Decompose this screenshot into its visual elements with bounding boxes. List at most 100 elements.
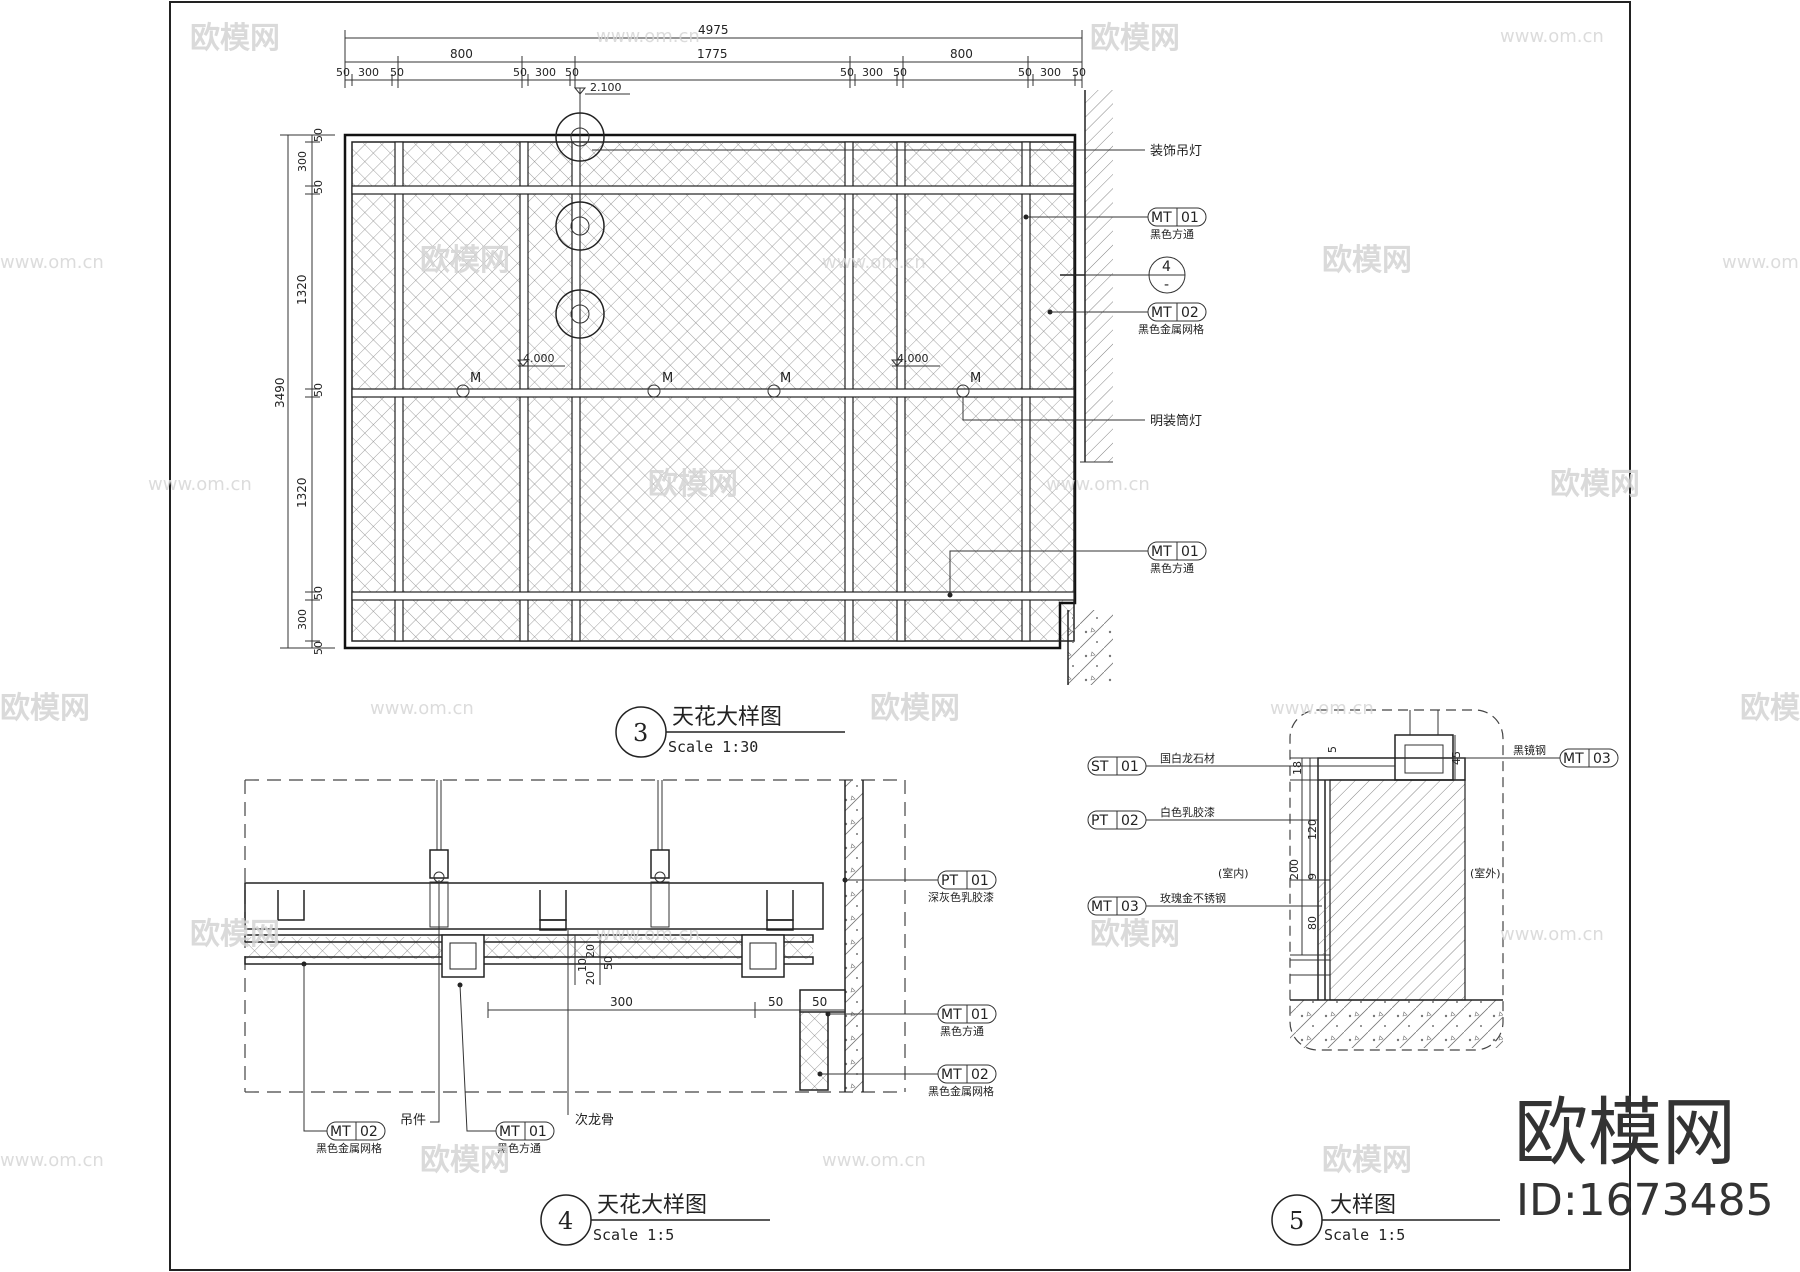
watermark-url-11: www.om.cn (1500, 924, 1604, 945)
scale-5: Scale 1:5 (1324, 1226, 1405, 1244)
callout-white-paint: 白色乳胶漆 (1160, 805, 1215, 819)
left-dimensions: 3490 50 300 50 1320 50 1320 50 300 50 (273, 128, 335, 655)
square-tubes-horizontal (351, 185, 1075, 601)
watermark-logo-text-1: 欧模网 (190, 21, 280, 56)
watermark-logo-text-8: 欧模网 (870, 691, 960, 726)
svg-text:50: 50 (312, 128, 325, 142)
svg-text:黑色方通: 黑色方通 (940, 1024, 984, 1038)
level-markers: 2.100 4.000 4.000 (516, 81, 940, 367)
drawing-4-dimensions: 300 50 50 10 20 20 50 (487, 934, 846, 1018)
level-2100: 2.100 (590, 81, 622, 94)
pendant-lamp-2 (555, 201, 605, 251)
svg-text:MT: MT (1151, 210, 1172, 226)
dim-sub-8: 300 (862, 66, 883, 79)
watermark-url-6: www.om.cn (148, 474, 252, 495)
svg-text:10: 10 (576, 958, 589, 972)
svg-text:50: 50 (312, 383, 325, 397)
title-block-5: 5 大样图 Scale 1:5 (1271, 1193, 1500, 1246)
watermark-logo-text-4: 欧模网 (1322, 243, 1412, 278)
dim-sub-2: 300 (358, 66, 379, 79)
svg-text:200: 200 (1288, 859, 1301, 880)
callout-black-square-tube: 黑色方通 (1150, 227, 1194, 241)
watermark-logo-text-13: 欧模网 (1322, 1143, 1412, 1178)
title-4: 天花大样图 (597, 1193, 707, 1218)
svg-text:50: 50 (312, 180, 325, 194)
svg-text:4: 4 (558, 1207, 573, 1235)
drawing-4-section: 300 50 50 10 20 20 50 PT 01 深灰色乳胶漆 MT 01… (244, 779, 997, 1246)
svg-text:20: 20 (584, 944, 597, 958)
secondary-channels (277, 890, 794, 931)
pendant-lamps (555, 88, 605, 339)
label-secondary-keel: 次龙骨 (575, 1112, 614, 1128)
svg-text:1320: 1320 (295, 274, 309, 305)
dim-sub-1: 50 (336, 66, 350, 79)
watermark-url-7: www.om.cn (1046, 474, 1150, 495)
watermark-url-12: www.om.cn (0, 1150, 104, 1171)
hangers (429, 780, 670, 928)
light-marker-1: M (470, 371, 481, 386)
svg-text:50: 50 (602, 956, 615, 970)
svg-text:MT: MT (1563, 751, 1584, 767)
title-5: 大样图 (1330, 1193, 1396, 1218)
callout-dark-grey-paint: 深灰色乳胶漆 (928, 890, 994, 904)
svg-text:5: 5 (1326, 746, 1339, 753)
dim-seg-1: 800 (450, 47, 473, 61)
svg-text:PT: PT (941, 873, 958, 889)
callout-pendant-lamp: 装饰吊灯 (1150, 144, 1202, 159)
watermark-logo-text-11: 欧模网 (1090, 917, 1180, 952)
svg-text:80: 80 (1306, 916, 1319, 930)
watermark-logo-text-12: 欧模网 (420, 1143, 510, 1178)
svg-text:黑色金属网格: 黑色金属网格 (316, 1141, 382, 1155)
label-indoor: (室内) (1218, 866, 1249, 880)
svg-text:5: 5 (1289, 1207, 1304, 1235)
main-runner (244, 882, 824, 930)
svg-text:MT: MT (941, 1007, 962, 1023)
callout-stone: 国白龙石材 (1160, 751, 1215, 765)
svg-text:50: 50 (312, 641, 325, 655)
dim-sub-6: 50 (565, 66, 579, 79)
level-4000-b: 4.000 (897, 352, 929, 365)
svg-text:50: 50 (768, 995, 783, 1009)
callout-downlight: 明装筒灯 (1150, 413, 1202, 429)
svg-text:黑色金属网格: 黑色金属网格 (928, 1084, 994, 1098)
svg-text:02: 02 (1181, 305, 1199, 321)
dim-sub-5: 300 (535, 66, 556, 79)
svg-text:4: 4 (1162, 259, 1171, 275)
top-dimensions: 4975 800 1775 800 50 300 50 50 300 50 50… (336, 23, 1086, 88)
svg-text:01: 01 (971, 873, 989, 889)
svg-text:MT: MT (1091, 899, 1112, 915)
svg-text:20: 20 (584, 971, 597, 985)
svg-text:9: 9 (1306, 873, 1319, 880)
dim-seg-3: 800 (950, 47, 973, 61)
svg-text:02: 02 (971, 1067, 989, 1083)
drawing-3-callouts: 装饰吊灯 MT 01 黑色方通 4 - MT 02 黑色金属网格 明装筒灯 (592, 144, 1207, 598)
watermark-url-10: www.om.cn (596, 924, 700, 945)
dim-sub-12: 50 (1072, 66, 1086, 79)
watermarks: 欧模网 www.om.cn 欧模网 www.om.cn www.om.cn 欧模… (0, 21, 1800, 1178)
svg-text:3: 3 (633, 719, 648, 747)
watermark-url-5: www.om.cn (1722, 252, 1800, 273)
svg-text:01: 01 (529, 1124, 547, 1140)
drawing-5-callouts: ST 01 国白龙石材 PT 02 白色乳胶漆 MT 03 玫瑰金不锈钢 MT … (1087, 743, 1619, 916)
watermark-logo-text-9: 欧模网 (1740, 691, 1800, 726)
svg-text:02: 02 (360, 1124, 378, 1140)
watermark-logo-text-6: 欧模网 (1550, 467, 1640, 502)
pendant-lamp-1 (555, 112, 605, 162)
dim-sub-3: 50 (390, 66, 404, 79)
dim-sub-9: 50 (893, 66, 907, 79)
svg-text:1320: 1320 (295, 477, 309, 508)
watermark-logo-text-3: 欧模网 (420, 243, 510, 278)
light-marker-2: M (662, 371, 673, 386)
svg-text:-: - (1164, 277, 1169, 293)
title-3: 天花大样图 (672, 705, 782, 730)
watermark-logo-text-2: 欧模网 (1090, 21, 1180, 56)
svg-text:MT: MT (1151, 305, 1172, 321)
drawing-5-detail: 18 5 45 120 200 9 80 (室内) (室外) ST 01 国白龙… (1087, 709, 1619, 1246)
svg-text:ST: ST (1091, 759, 1109, 775)
svg-text:03: 03 (1593, 751, 1611, 767)
dim-sub-10: 50 (1018, 66, 1032, 79)
scale-3: Scale 1:30 (668, 738, 758, 756)
watermark-logo-text-7: 欧模网 (0, 691, 90, 726)
svg-text:01: 01 (1181, 210, 1199, 226)
